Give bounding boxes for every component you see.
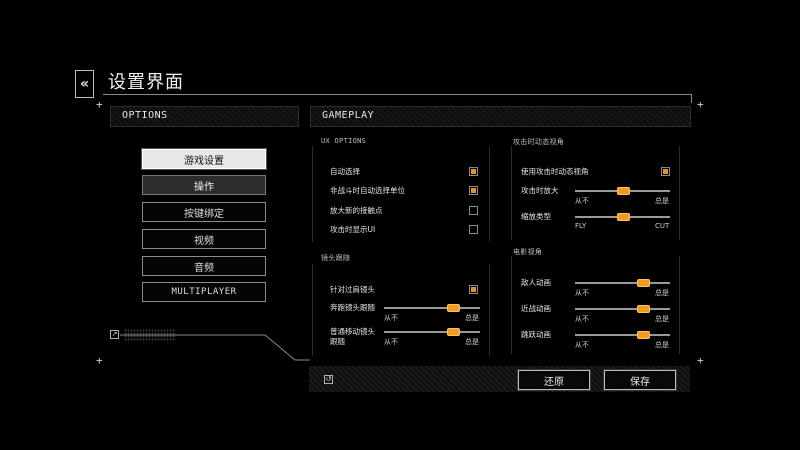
corner-plus-marker: + [96, 354, 103, 367]
slider-label: 奔跑镜头跟随 [330, 303, 375, 312]
slider-max-label: 总是 [655, 315, 669, 323]
slider-thumb[interactable] [637, 279, 651, 287]
setting-checkbox[interactable] [469, 285, 478, 294]
slider-label: 跳跃动画 [521, 330, 551, 339]
slider-min-label: 从不 [384, 338, 398, 346]
double-chevron-left-icon: « [79, 76, 90, 92]
setting-label: 使用攻击时动态视角 [521, 167, 589, 176]
slider-label: 缩放类型 [521, 212, 551, 221]
menu-item[interactable]: 按键绑定 [142, 202, 266, 222]
slider-min-label: FLY [575, 222, 587, 230]
options-header: OPTIONS [110, 106, 299, 127]
menu-item[interactable]: 操作 [142, 175, 266, 195]
reset-button[interactable]: 还原 [518, 370, 590, 390]
save-button[interactable]: 保存 [604, 370, 676, 390]
setting-checkbox[interactable] [469, 206, 478, 215]
attack-dynamic-panel [511, 146, 680, 240]
slider-min-label: 从不 [384, 314, 398, 322]
setting-checkbox[interactable] [469, 225, 478, 234]
slider-thumb[interactable] [616, 213, 630, 221]
slider-max-label: 总是 [655, 289, 669, 297]
menu-item[interactable]: 视频 [142, 229, 266, 249]
slider-track[interactable] [384, 331, 480, 333]
gameplay-header-label: GAMEPLAY [322, 110, 375, 121]
setting-checkbox[interactable] [469, 186, 478, 195]
attack-dynamic-title: 攻击时动态视角 [513, 138, 565, 146]
slider-label: 近战动画 [521, 304, 551, 313]
slider-thumb[interactable] [447, 328, 461, 336]
gameplay-header: GAMEPLAY [310, 106, 691, 127]
slider-min-label: 从不 [575, 315, 589, 323]
slider-thumb[interactable] [447, 304, 461, 312]
menu-item[interactable]: 音频 [142, 256, 266, 276]
header-divider-tick [691, 94, 692, 103]
slider-track[interactable] [575, 334, 670, 336]
slider-label: 敌人动画 [521, 278, 551, 287]
corner-plus-marker: + [697, 98, 704, 111]
header-divider [103, 94, 691, 95]
setting-checkbox[interactable] [661, 167, 670, 176]
setting-label: 非战斗时自动选择单位 [330, 186, 405, 195]
slider-min-label: 从不 [575, 341, 589, 349]
setting-label: 针对过肩镜头 [330, 285, 375, 294]
menu-item[interactable]: 游戏设置 [142, 149, 266, 169]
cinematic-title: 电影视角 [513, 248, 543, 256]
page-title: 设置界面 [108, 72, 184, 93]
slider-max-label: 总是 [465, 338, 479, 346]
slider-min-label: 从不 [575, 197, 589, 205]
slider-thumb[interactable] [616, 187, 630, 195]
slider-track[interactable] [384, 307, 480, 309]
slider-label: 普通移动镜头跟随 [330, 327, 375, 346]
ux-options-panel [312, 146, 490, 242]
slider-max-label: CUT [655, 222, 670, 230]
setting-label: 放大新的接触点 [330, 206, 383, 215]
slider-thumb[interactable] [637, 305, 651, 313]
slider-track[interactable] [575, 308, 670, 310]
setting-checkbox[interactable] [469, 167, 478, 176]
slider-min-label: 从不 [575, 289, 589, 297]
cinematic-panel [511, 256, 680, 354]
setting-label: 攻击时显示UI [330, 225, 376, 234]
slider-track[interactable] [575, 282, 670, 284]
slider-max-label: 总是 [655, 197, 669, 205]
corner-plus-marker: + [697, 354, 704, 367]
camera-follow-panel [312, 264, 490, 356]
setting-label: 自动选择 [330, 167, 360, 176]
back-button[interactable]: « [75, 70, 94, 98]
slider-max-label: 总是 [655, 341, 669, 349]
refresh-icon[interactable]: ↺ [324, 375, 333, 384]
camera-follow-title: 镜头跟随 [321, 254, 351, 262]
expand-icon[interactable]: ↗ [110, 330, 119, 339]
options-header-label: OPTIONS [122, 110, 168, 121]
connector-line [120, 334, 310, 361]
slider-label: 攻击时放大 [521, 186, 559, 195]
slider-thumb[interactable] [637, 331, 651, 339]
menu-item[interactable]: MULTIPLAYER [142, 282, 266, 302]
slider-max-label: 总是 [465, 314, 479, 322]
ux-options-title: UX OPTIONS [321, 137, 367, 145]
corner-plus-marker: + [96, 98, 103, 111]
